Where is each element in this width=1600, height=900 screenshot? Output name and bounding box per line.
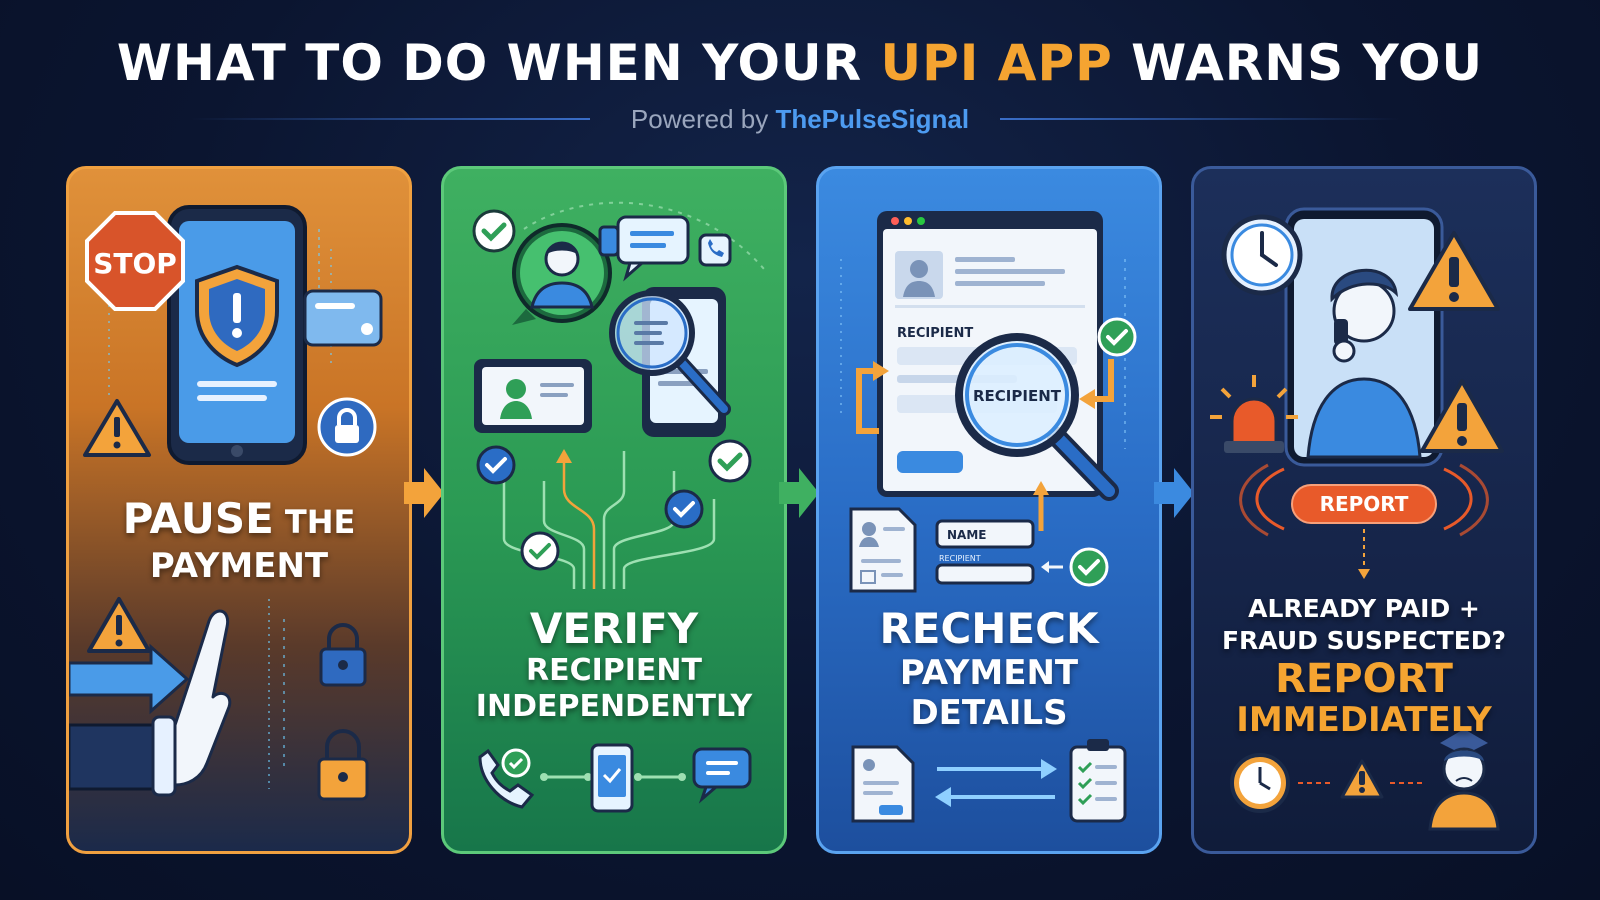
brand-name: ThePulseSignal xyxy=(775,104,970,134)
heading-payment: PAYMENT xyxy=(149,546,329,586)
worried-person-icon xyxy=(1428,729,1500,831)
heading-report: REPORT xyxy=(1275,656,1453,702)
phone-call-icon xyxy=(698,233,732,267)
stop-label: STOP xyxy=(93,247,177,280)
page-title: WHAT TO DO WHEN YOUR UPI APP WARNS YOU xyxy=(0,34,1600,92)
heading-pause: PAUSE xyxy=(122,494,274,543)
subtitle: Powered by ThePulseSignal xyxy=(0,104,1600,135)
panel-report-immediately: REPORT ALREADY PAID + FRAUD SUSPECTED? R… xyxy=(1191,166,1537,854)
warning-icon xyxy=(83,399,151,457)
flow-arrow-1 xyxy=(404,468,444,518)
heading-verify: VERIFY xyxy=(529,604,699,653)
credit-card-icon xyxy=(303,289,383,347)
check-icon xyxy=(472,209,516,253)
magnifier-icon: RECIPIENT xyxy=(955,333,1119,501)
divider-left xyxy=(190,118,590,120)
chat-bubble-icon-bottom xyxy=(692,747,752,804)
phone-call-icon-bottom xyxy=(478,748,535,809)
phone-shield-icon xyxy=(167,205,307,465)
recipient-form-label: RECIPIENT xyxy=(897,326,973,341)
clock-icon xyxy=(1221,214,1303,296)
person-phone-icon xyxy=(1284,207,1444,467)
panel-recheck-details: RECIPIENT RECIPIENT xyxy=(816,166,1162,854)
magnifier-icon xyxy=(609,290,731,416)
subtitle-row: Powered by ThePulseSignal xyxy=(0,102,1600,138)
flow-arrow-3 xyxy=(1154,468,1194,518)
heading-recheck: RECHECK xyxy=(879,604,1099,653)
clipboard-checklist-icon xyxy=(1069,739,1127,823)
title-text: WHAT TO DO WHEN YOUR xyxy=(116,34,881,92)
phone-check-icon xyxy=(590,743,634,813)
panel-pause-payment: STOP xyxy=(66,166,412,854)
check-icon-3 xyxy=(664,489,704,529)
panel-1-illustration: STOP xyxy=(69,205,383,801)
chat-bubble-icon xyxy=(598,215,690,282)
report-button-label: REPORT xyxy=(1320,492,1409,516)
document-icon-bottom xyxy=(851,745,915,823)
stop-sign-icon: STOP xyxy=(85,211,185,311)
id-card-icon xyxy=(474,359,592,433)
alarm-siren-icon xyxy=(1210,375,1298,453)
check-icon-2 xyxy=(708,439,752,483)
check-icon-2 xyxy=(1069,547,1109,587)
title-highlight: UPI APP xyxy=(880,34,1113,92)
warning-icon-small xyxy=(1340,759,1384,799)
panel-4-illustration: REPORT xyxy=(1210,207,1504,831)
panel-4-heading: ALREADY PAID + FRAUD SUSPECTED? REPORT I… xyxy=(1194,593,1534,739)
heading-details: DETAILS xyxy=(910,693,1068,733)
check-icon-1 xyxy=(476,445,516,485)
lock-icon-orange xyxy=(317,729,369,801)
warning-icon-lower xyxy=(87,597,151,653)
warning-icon xyxy=(1408,231,1500,311)
check-icon xyxy=(1097,317,1137,357)
flow-arrow-2 xyxy=(779,468,819,518)
heading-independently: INDEPENDENTLY xyxy=(475,689,753,724)
panel-1-heading: PAUSE THE PAYMENT xyxy=(69,494,409,587)
recipient-lens-label: RECIPIENT xyxy=(973,387,1062,405)
heading-fraud-suspected: FRAUD SUSPECTED? xyxy=(1221,626,1507,655)
panel-verify-recipient: VERIFY RECIPIENT INDEPENDENTLY xyxy=(441,166,787,854)
heading-immediately: IMMEDIATELY xyxy=(1236,700,1492,740)
lock-icon xyxy=(317,397,377,457)
title-text-end: WARNS YOU xyxy=(1112,34,1484,92)
subtitle-text: Powered by xyxy=(630,104,776,134)
name-field-label: NAME xyxy=(947,528,986,542)
heading-payment: PAYMENT xyxy=(899,653,1079,693)
lock-icon-blue xyxy=(319,623,367,687)
document-icon xyxy=(849,507,917,593)
panel-2-heading: VERIFY RECIPIENT INDEPENDENTLY xyxy=(444,605,784,725)
check-icon-4 xyxy=(520,531,560,571)
name-field: NAME RECIPIENT xyxy=(935,519,1035,585)
heading-already-paid: ALREADY PAID + xyxy=(1248,594,1480,623)
recipient-small-label: RECIPIENT xyxy=(939,554,981,563)
panel-2-illustration xyxy=(472,201,765,813)
heading-the: THE xyxy=(273,503,356,541)
warning-icon-2 xyxy=(1420,379,1504,453)
person-chat-icon xyxy=(512,223,612,325)
arrow-right-icon xyxy=(69,643,190,715)
panel-3-illustration: RECIPIENT RECIPIENT xyxy=(840,211,1137,823)
clock-icon-bottom xyxy=(1230,753,1290,813)
divider-right xyxy=(1000,118,1400,120)
heading-recipient: RECIPIENT xyxy=(526,653,702,688)
hand-stop-icon xyxy=(69,609,232,797)
panel-3-heading: RECHECK PAYMENT DETAILS xyxy=(819,604,1159,734)
report-button[interactable]: REPORT xyxy=(1291,484,1437,524)
